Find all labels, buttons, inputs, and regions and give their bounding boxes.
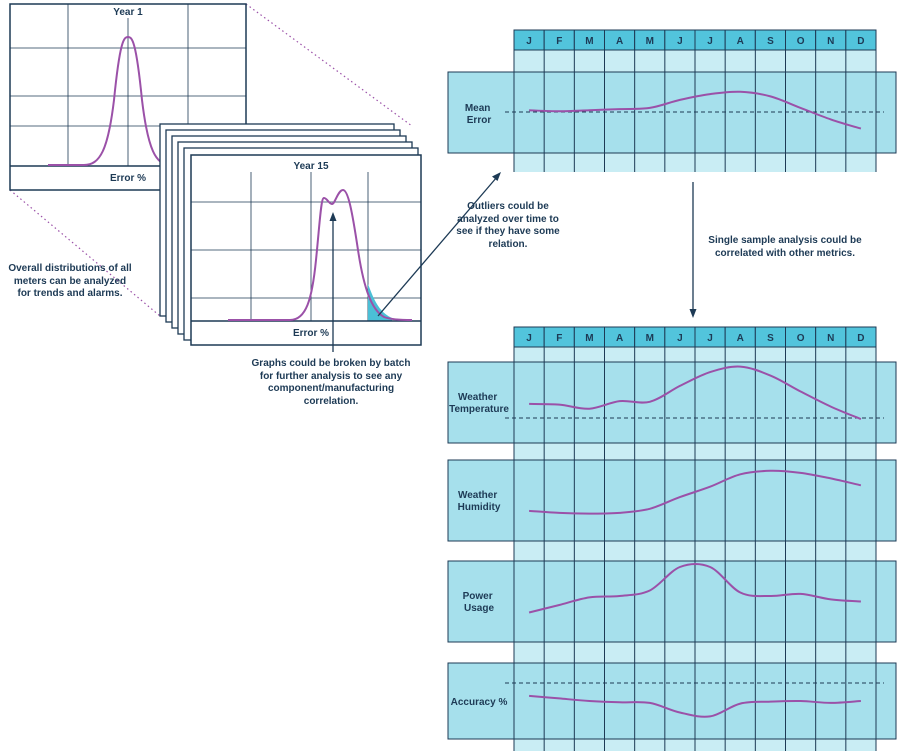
correlation-month-label-4: M [646,333,654,344]
temperature-label-line2: Temperature [449,404,509,415]
outlier-arrow-head [492,172,501,181]
temperature-curve [529,365,862,421]
note-batch-analysis: Graphs could be broken by batch for furt… [251,358,411,407]
correlation-grid [513,347,877,751]
correlation-curves [528,365,862,718]
mean-error-month-label-5: J [677,36,683,47]
mean-error-month-label-6: J [707,36,713,47]
mean-error-label-line1: Mean [465,103,491,114]
histogram-year1-title: Year 1 [113,7,143,18]
batch-arrow-head [329,212,337,221]
mean-error-month-label-1: F [556,36,562,47]
note-outliers: Outliers could be analyzed over time to … [456,201,560,250]
power-label-line1: Power [463,591,493,602]
humidity-label-line1: Weather [458,490,497,501]
mean-error-month-label-9: O [797,36,805,47]
arrows [329,172,697,352]
note-single-sample: Single sample analysis could be correlat… [708,235,862,259]
mean-error-month-label-11: D [857,36,864,47]
mean-error-header-cell-11 [845,29,877,51]
outlier-highlight [368,284,392,321]
correlation-header-cell-11 [845,326,877,348]
correlation-month-label-0: J [526,333,532,344]
accuracy-band [447,662,897,740]
power-label-line2: Usage [464,603,494,614]
correlation-month-label-6: J [707,333,713,344]
mean-error-month-label-2: M [585,36,593,47]
outlier-arrow-line [377,176,498,317]
note-overall-distributions: Overall distributions of all meters can … [8,263,132,299]
correlation-chart: J F M A M J J A S O N D Weather Temperature Weather… [447,326,897,751]
correlation-month-label-11: D [857,333,864,344]
histogram-year1-xlabel: Error % [110,173,146,184]
perspective-line-left [9,189,161,317]
correlation-month-label-8: S [767,333,774,344]
power-label: Power Usage [463,591,496,614]
accuracy-curve [529,694,861,718]
power-curve [528,562,861,614]
histogram-year15: Year 15 Error % [190,154,422,346]
mean-error-month-label-0: J [526,36,532,47]
histogram-year15-curve [228,188,413,321]
correlation-arrow-head [689,309,697,318]
correlation-month-label-2: M [585,333,593,344]
humidity-label: Weather Humidity [458,490,501,513]
mean-error-month-label-10: N [827,36,834,47]
humidity-curve [529,469,862,515]
temperature-label: Weather Temperature [449,392,509,415]
mean-error-label: Mean Error [465,103,493,126]
mean-error-month-label-8: S [767,36,774,47]
perspective-line-top [245,3,413,127]
mean-error-curve [529,90,862,130]
mean-error-month-label-4: M [646,36,654,47]
correlation-month-label-3: A [616,333,623,344]
histogram-year1-curve [48,35,171,166]
accuracy-label: Accuracy % [451,697,508,708]
correlation-month-label-7: A [737,333,744,344]
histogram-year15-title: Year 15 [293,161,328,172]
mean-error-label-line2: Error [467,115,492,126]
mean-error-month-label-3: A [616,36,623,47]
correlation-month-label-1: F [556,333,562,344]
power-band [447,560,897,643]
correlation-month-label-5: J [677,333,683,344]
temperature-band [447,361,897,444]
mean-error-chart: J F M A M J J A S O N D Mean Error [447,29,897,172]
mean-error-month-label-7: A [737,36,744,47]
histogram-year15-xlabel: Error % [293,328,329,339]
correlation-month-label-10: N [827,333,834,344]
temperature-label-line1: Weather [458,392,497,403]
correlation-month-label-9: O [797,333,805,344]
humidity-label-line2: Humidity [458,502,501,513]
